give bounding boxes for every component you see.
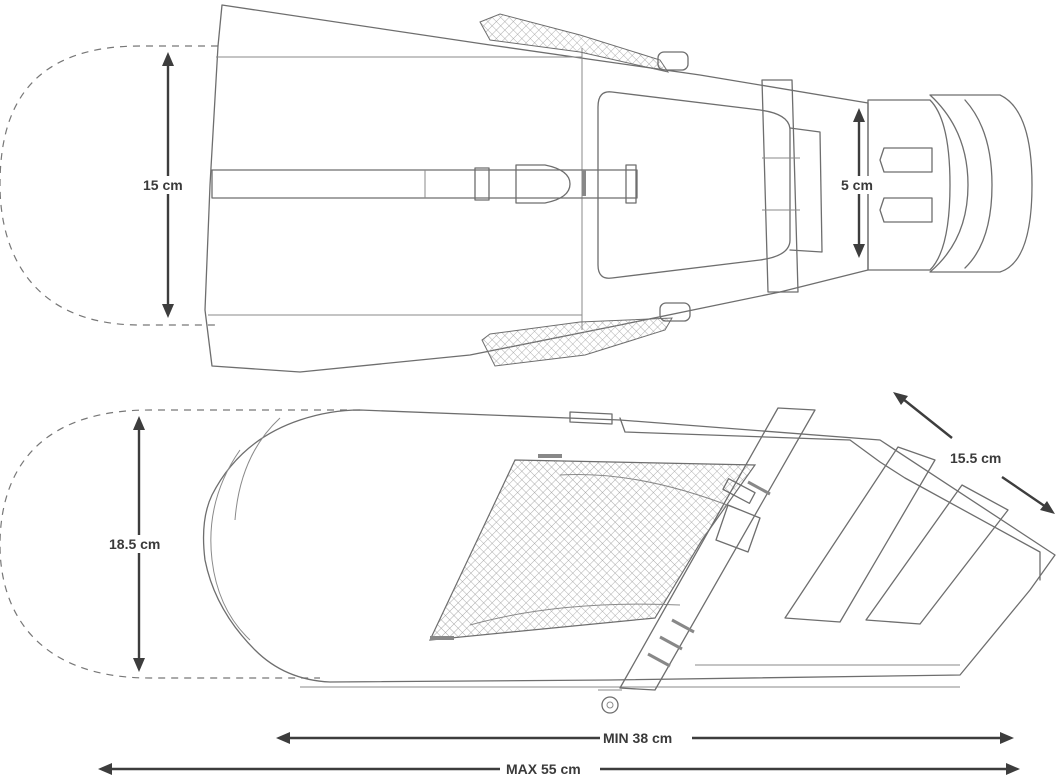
side-view-body	[202, 409, 1056, 683]
top-inner-panel	[597, 91, 791, 279]
top-strap-keeper	[474, 167, 490, 201]
top-height-label: 15 cm	[140, 176, 186, 194]
opening-width-label: 5 cm	[838, 176, 876, 194]
min-length-label: MIN 38 cm	[600, 729, 676, 747]
side-seatpost-strap	[619, 407, 816, 691]
top-mesh-panel-lower	[481, 317, 673, 367]
top-side-buckle-lower	[659, 302, 691, 322]
top-view-bag	[0, 4, 1033, 373]
side-top-clip	[569, 411, 613, 425]
max-length-label: MAX 55 cm	[503, 760, 584, 778]
top-mesh-panel-upper	[479, 13, 670, 73]
side-view-rolltop-outline	[0, 409, 360, 679]
side-bottom-loop	[601, 696, 619, 714]
roll-top-label: 15.5 cm	[947, 449, 1005, 467]
top-side-buckle-upper	[657, 51, 689, 71]
side-reflective-stripe-2	[865, 484, 1009, 625]
dim-rolltop-line-upper	[902, 398, 953, 439]
top-view-body	[204, 4, 869, 373]
top-strap-buckle	[515, 164, 571, 204]
top-seatpost-strap	[761, 79, 799, 293]
side-reflective-stripe-1	[784, 446, 936, 623]
side-mesh-pocket	[429, 459, 757, 641]
dim-rolltop-line-lower	[1001, 476, 1047, 508]
side-height-label: 18.5 cm	[106, 535, 164, 553]
side-view-bag	[0, 407, 1056, 714]
top-seatpost-clamp	[867, 99, 951, 271]
top-view-rolltop-outline	[0, 45, 218, 326]
dimension-arrows	[98, 52, 1055, 775]
side-strap-buckle	[715, 504, 761, 553]
